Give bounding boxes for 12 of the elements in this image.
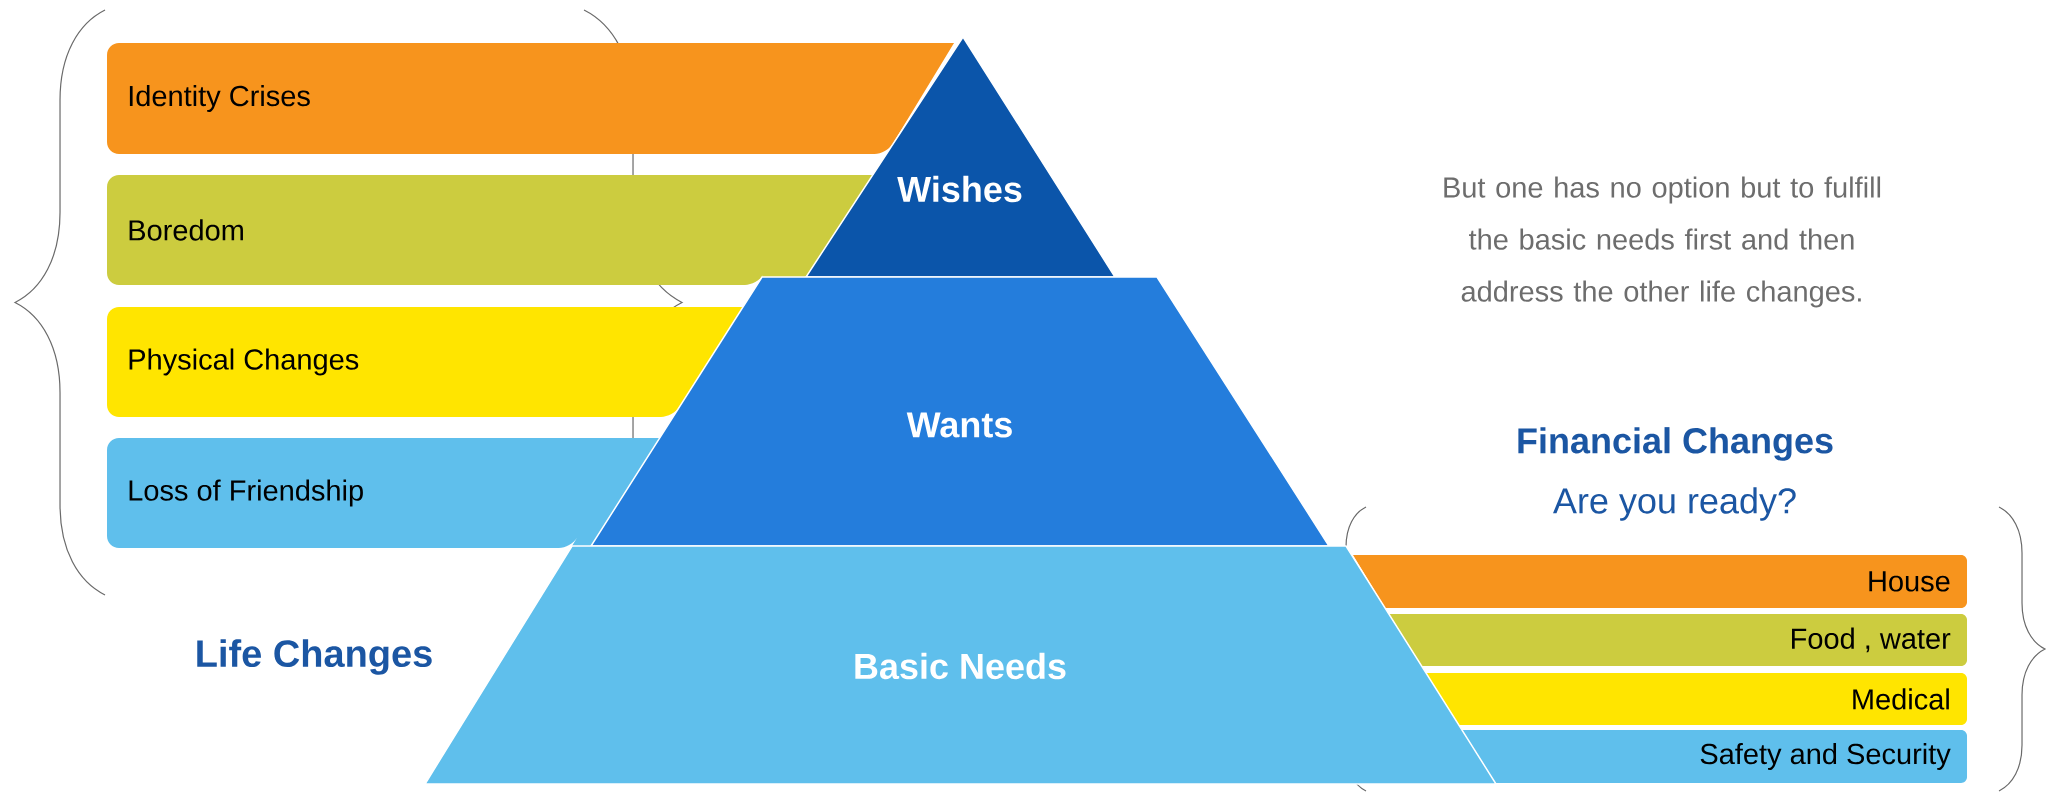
subheading: Are you ready?	[1553, 487, 1796, 521]
label-bar: Identity Crises	[107, 43, 954, 154]
label-bar: Loss of Friendship	[107, 438, 660, 548]
label-bar: Medical	[1426, 673, 1967, 725]
label-bar: House	[1353, 555, 1967, 608]
label-bar: Food , water	[1388, 614, 1967, 666]
note-text: But one has no option but to fulfill the basic needs first and then address the other life changes.	[1444, 176, 1881, 308]
node-label: Safety and Security	[1700, 742, 1951, 771]
label-bar: Safety and Security	[1462, 730, 1967, 783]
label-bar: Boredom	[107, 175, 873, 285]
heading: Financial Changes	[1518, 427, 1833, 461]
label-bar: Physical Changes	[107, 307, 743, 417]
